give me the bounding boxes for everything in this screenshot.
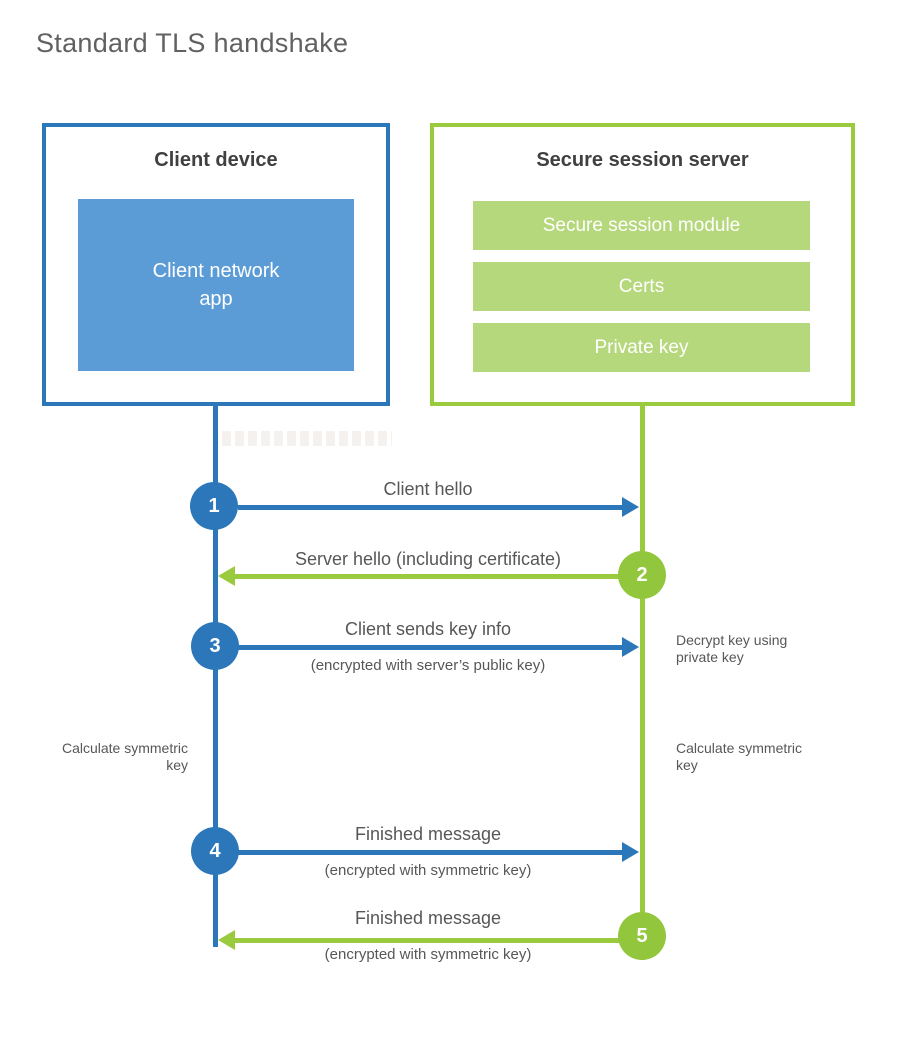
arrow-finished-client [238, 850, 622, 855]
note-calculate-symmetric-key-server: Calculate symmetric key [676, 740, 803, 773]
page-title: Standard TLS handshake [36, 28, 349, 58]
label-client-key-info: Client sends key info [344, 619, 512, 639]
step-1-badge: 1 [190, 482, 238, 530]
client-app-label-line2: app [199, 288, 233, 310]
step-3-badge: 3 [191, 622, 239, 670]
label-client-hello: Client hello [383, 479, 473, 499]
client-network-app-box: Client network app [78, 199, 354, 371]
arrow-server-hello [235, 574, 622, 579]
arrow-finished-server [235, 938, 622, 943]
server-lifeline [640, 404, 645, 960]
faded-watermark-dashes [222, 431, 392, 446]
step-4-badge: 4 [191, 827, 239, 875]
sublabel-finished-server: (encrypted with symmetric key) [324, 946, 532, 963]
secure-session-server-title: Secure session server [536, 149, 749, 171]
note-decrypt-key: Decrypt key using private key [676, 632, 788, 665]
client-app-label-line1: Client network [152, 260, 280, 282]
note-calculate-symmetric-key-client: Calculate symmetric key [61, 740, 188, 773]
server-module-certs: Certs [473, 262, 810, 311]
label-server-hello: Server hello (including certificate) [294, 549, 562, 569]
client-lifeline [213, 404, 218, 947]
client-device-title: Client device [154, 149, 278, 171]
arrow-client-hello [238, 505, 622, 510]
arrow-client-key-info [238, 645, 622, 650]
label-finished-server: Finished message [354, 908, 502, 928]
step-5-badge: 5 [618, 912, 666, 960]
step-2-badge: 2 [618, 551, 666, 599]
server-module-private-key: Private key [473, 323, 810, 372]
sublabel-client-key-info: (encrypted with server’s public key) [310, 657, 546, 674]
sublabel-finished-client: (encrypted with symmetric key) [324, 862, 532, 879]
label-finished-client: Finished message [354, 824, 502, 844]
server-module-secure-session-module: Secure session module [473, 201, 810, 250]
